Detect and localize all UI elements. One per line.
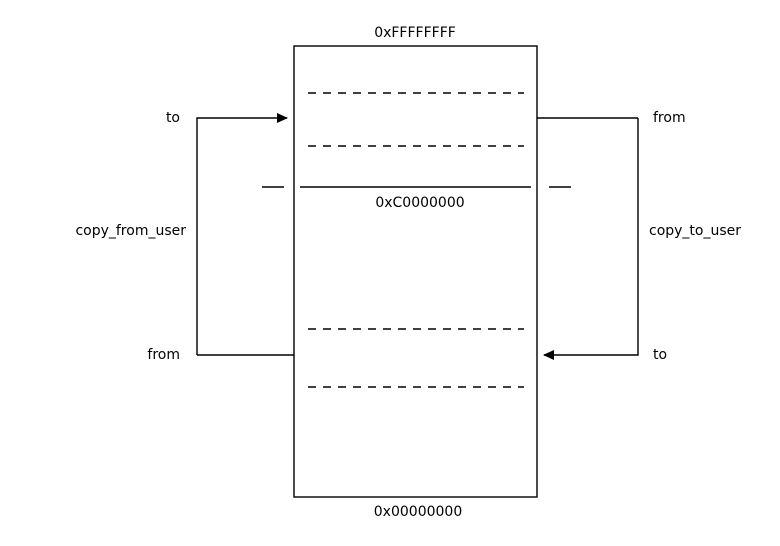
address-label-top: 0xFFFFFFFF <box>374 25 456 41</box>
left-endpoint-from-label: from <box>147 347 180 363</box>
address-label-split: 0xC0000000 <box>375 195 465 211</box>
copy-to-user-label: copy_to_user <box>649 223 742 239</box>
memory-space-box <box>293 45 538 498</box>
copy-to-user-path <box>543 118 639 360</box>
left-endpoint-to-label: to <box>165 110 180 126</box>
copy-from-user-label: copy_from_user <box>75 223 186 239</box>
right-endpoint-from-label: from <box>653 110 686 126</box>
copy-from-user-path <box>196 113 288 355</box>
address-label-bottom: 0x00000000 <box>373 504 463 520</box>
right-endpoint-to-label: to <box>653 347 668 363</box>
